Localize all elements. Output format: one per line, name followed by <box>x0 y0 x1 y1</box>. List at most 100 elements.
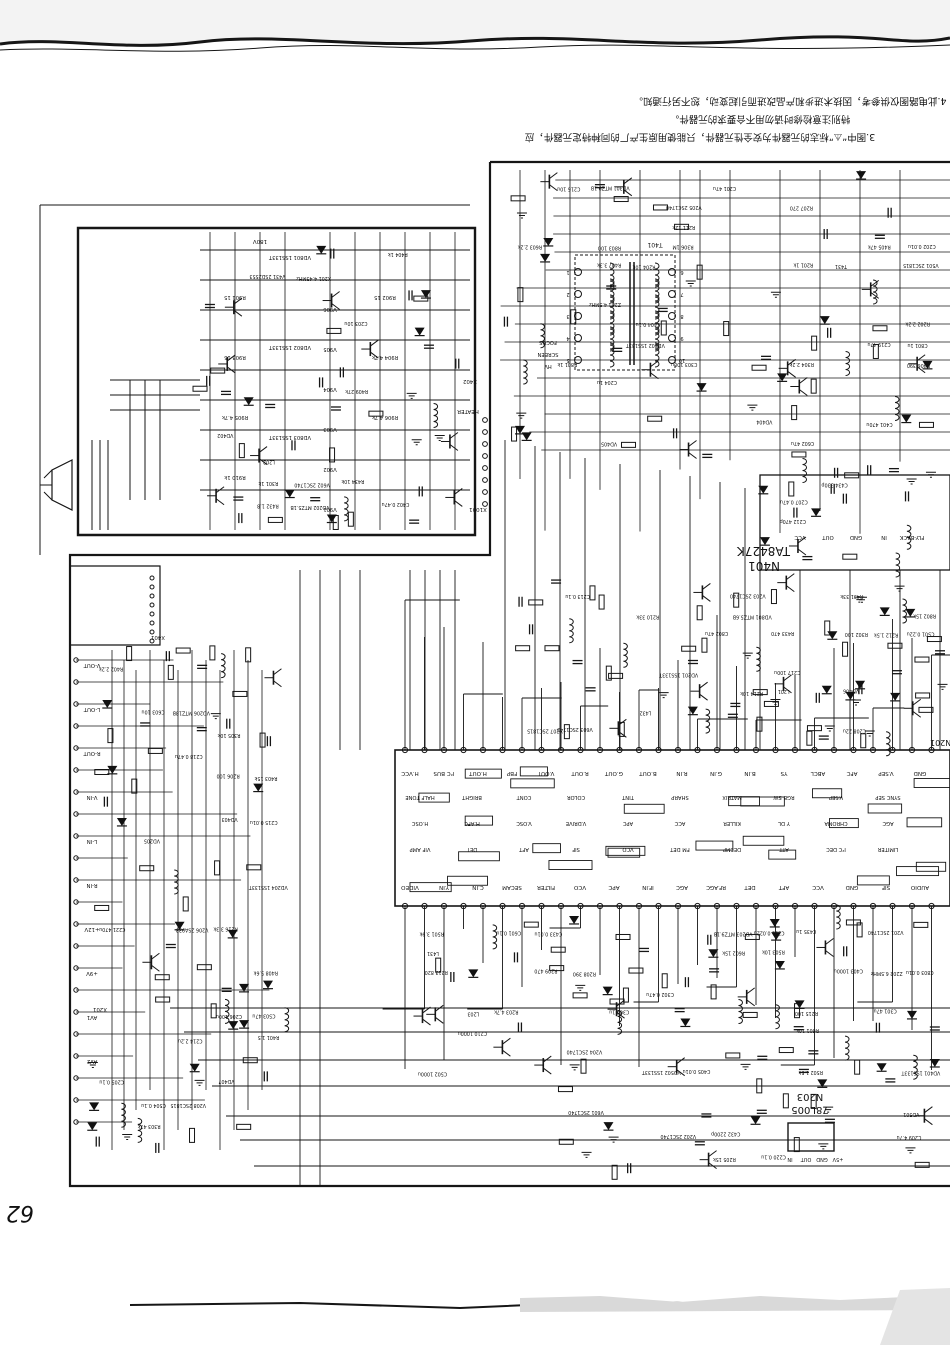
capacitor-icon <box>687 659 698 665</box>
ground-icon <box>210 713 221 720</box>
connector-pin <box>73 1097 79 1103</box>
component-label: V603 2SC1740 <box>557 726 593 732</box>
connector-pin <box>482 489 488 495</box>
capacitor-icon <box>165 651 170 662</box>
ic-pin-label: GND <box>846 884 859 890</box>
crt-resistor-label: R906 4.7k <box>372 414 398 420</box>
capacitor-icon <box>694 1141 705 1146</box>
resistor-icon <box>167 664 174 680</box>
resistor-icon <box>810 378 817 394</box>
component-label: C434 330p <box>821 481 847 487</box>
ic-block-label: HALF TONE <box>405 794 434 800</box>
component-label: C301 47u <box>874 1007 897 1013</box>
ground-icon <box>194 1079 205 1086</box>
component-label: C209 4.7u <box>897 1134 922 1140</box>
connector-pin <box>73 789 79 795</box>
ic-block <box>607 847 641 858</box>
component-label: C207 0.47u <box>780 498 808 504</box>
capacitor-icon <box>701 1113 712 1118</box>
connector-pin <box>73 943 79 949</box>
ground-icon <box>406 392 417 399</box>
ground-icon <box>818 1143 829 1150</box>
ic-block <box>605 845 646 856</box>
crt-transistor-label: V905 <box>323 346 336 352</box>
capacitor-icon <box>818 735 829 740</box>
component-label: R403 15k <box>254 775 277 781</box>
resistor-icon <box>915 692 931 699</box>
resistor-icon <box>806 725 822 732</box>
inductor-icon <box>433 402 439 428</box>
crt-transistor-label: V902 <box>323 466 336 472</box>
diode-icon <box>890 692 901 702</box>
inductor-icon <box>344 496 349 522</box>
component-label: VD402 <box>217 432 233 438</box>
transistor-icon <box>607 999 625 1019</box>
component-label: R407 3.3k <box>597 262 622 268</box>
connector-pin <box>73 767 79 773</box>
io-label: AV1 <box>87 1014 97 1020</box>
component-label: V208 2SC1815 <box>170 1102 206 1108</box>
capacitor-icon <box>935 650 946 655</box>
transistor-icon <box>264 668 282 688</box>
ic-pin-label: SIF <box>882 884 890 890</box>
transistor-icon <box>493 1037 511 1057</box>
component-label: VD407 <box>218 1078 234 1084</box>
component-label: VD401 1SS133T <box>901 1069 940 1075</box>
component-label: C203 10u <box>344 320 367 326</box>
resistor-icon <box>139 865 155 872</box>
ic-pin-label: YS <box>780 770 788 776</box>
resistor-icon <box>558 1138 574 1145</box>
ic-block <box>418 792 450 803</box>
component-label: C204 1u <box>597 379 617 385</box>
component-label: VD201 1SS133T <box>659 671 698 677</box>
io-label: +9V <box>86 970 98 976</box>
transistor-icon <box>667 1057 685 1077</box>
inductor-icon <box>913 1054 918 1080</box>
component-label: R433 470 <box>771 630 794 636</box>
vertical-ic-pin-label: VCC <box>794 534 805 540</box>
regulator-pin-label: +5V <box>832 1156 843 1162</box>
component-label: R302 100 <box>845 631 868 637</box>
vertical-ic-pin-label: GND <box>850 534 862 540</box>
transistor-icon <box>693 583 711 602</box>
inductor-icon <box>569 618 574 644</box>
diode-icon <box>905 608 916 618</box>
diode-icon <box>116 817 127 827</box>
connector-pin <box>482 465 488 471</box>
transistor-icon <box>778 358 796 378</box>
diode-icon <box>243 397 254 406</box>
resistor-icon <box>528 599 544 606</box>
crt-icon <box>40 440 109 530</box>
ic-block-label: DEEMP <box>723 846 741 852</box>
resistor-icon <box>615 933 631 940</box>
note-line-1: 3.图中“⚠”标志的元器件为安全性元器件，只能使用原生产厂的同种特定元器件，应 <box>524 131 875 143</box>
ic-block-label: SHARP <box>671 794 688 800</box>
diode-icon <box>819 316 830 325</box>
capacitor-icon <box>140 722 151 727</box>
capacitor-icon <box>802 555 813 561</box>
ic-block-label: CONT <box>516 794 532 800</box>
capacitor-icon <box>904 491 910 502</box>
resistor-icon <box>751 364 767 371</box>
regulator-ic: N203 78L005 <box>787 1091 835 1152</box>
capacitor-icon <box>572 659 583 665</box>
capacitor-icon <box>585 687 596 692</box>
diode-icon <box>879 607 890 616</box>
resistor-icon <box>155 996 171 1003</box>
diode-icon <box>239 983 250 993</box>
component-label: VD403 <box>222 816 238 822</box>
ground-icon <box>770 698 781 705</box>
transistor-icon <box>250 446 268 465</box>
component-label: VD301 MTZ9.1B <box>591 185 630 191</box>
component-label: R301 1k <box>258 480 278 486</box>
inductor-icon <box>654 342 660 368</box>
inductor-icon <box>886 731 891 757</box>
component-label: L432 <box>640 709 652 715</box>
component-label: R601 10k <box>796 1027 819 1033</box>
capacitor-icon <box>702 453 713 459</box>
resistor-icon <box>647 415 663 422</box>
ic-block-label: APC <box>622 820 633 826</box>
capacitor-icon <box>761 355 772 360</box>
resistor-icon <box>126 646 133 662</box>
component-label: R801 1k <box>557 361 577 367</box>
